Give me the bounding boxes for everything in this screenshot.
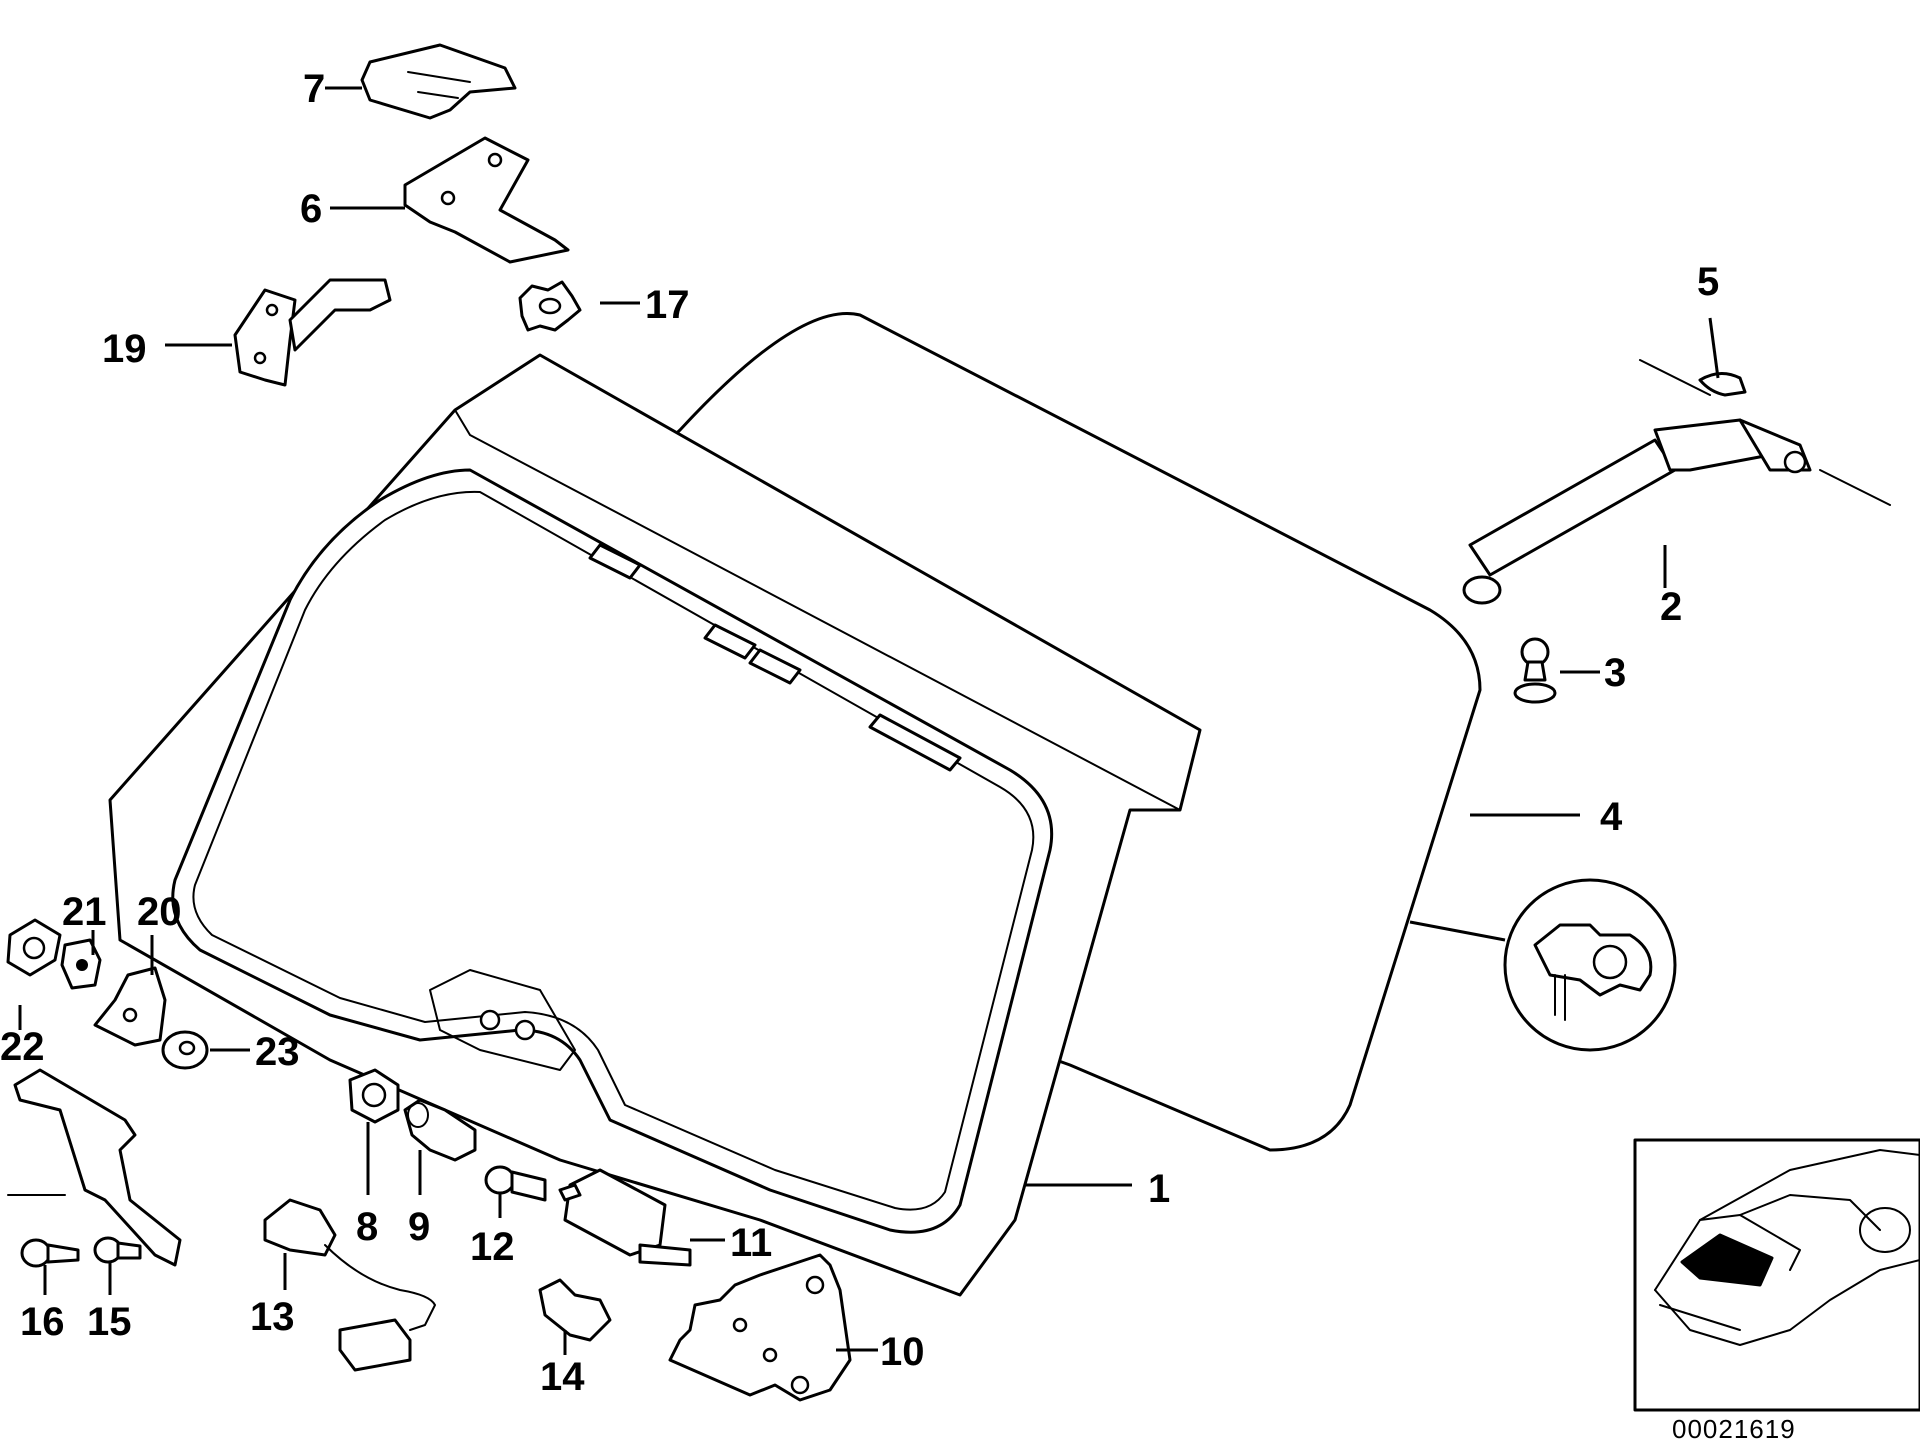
callout-7: 7 xyxy=(303,67,325,111)
buffer-part-9 xyxy=(403,1098,477,1162)
bolt-part-15 xyxy=(93,1236,142,1264)
callout-labels: 1 2 3 4 5 6 7 8 9 10 11 12 13 14 15 16 1… xyxy=(0,67,1796,1440)
screw-part-12 xyxy=(484,1165,547,1202)
leader-lines xyxy=(18,86,1720,1355)
bolt-part-16 xyxy=(20,1238,80,1268)
callout-22: 22 xyxy=(0,1025,45,1069)
callout-13: 13 xyxy=(250,1295,295,1339)
switch-part-13 xyxy=(263,1198,436,1372)
vehicle-location-inset xyxy=(1633,1138,1920,1412)
callout-17: 17 xyxy=(645,283,690,327)
nut-part-8 xyxy=(348,1068,400,1124)
clip-nut-part-22 xyxy=(6,918,62,977)
star-nut-part-17 xyxy=(518,280,582,332)
lock-bracket-left xyxy=(7,1068,182,1267)
callout-4: 4 xyxy=(1600,795,1623,839)
callout-19: 19 xyxy=(102,327,147,371)
callout-16: 16 xyxy=(20,1300,65,1344)
callout-11: 11 xyxy=(730,1221,772,1265)
trunk-lid-frame xyxy=(108,353,1202,1297)
bracket-part-6 xyxy=(403,136,570,264)
callout-10: 10 xyxy=(880,1330,925,1374)
cap-part-21 xyxy=(60,938,102,990)
callout-1: 1 xyxy=(1148,1167,1170,1211)
connector-part-14 xyxy=(538,1278,612,1342)
callout-2: 2 xyxy=(1660,585,1682,629)
lock-plate-part-10 xyxy=(668,1253,852,1402)
callout-3: 3 xyxy=(1604,651,1626,695)
grommet-part-23 xyxy=(161,1030,209,1070)
callout-8: 8 xyxy=(356,1205,378,1249)
callout-12: 12 xyxy=(470,1225,515,1269)
callout-21: 21 xyxy=(62,890,107,934)
diagram-reference-number: 00021619 xyxy=(1672,1414,1796,1440)
callout-23: 23 xyxy=(255,1030,300,1074)
callout-5: 5 xyxy=(1697,260,1719,304)
bracket-part-19 xyxy=(233,278,392,387)
clip-part-5 xyxy=(1698,372,1747,397)
callout-15: 15 xyxy=(87,1300,132,1344)
bracket-part-20 xyxy=(93,966,167,1047)
actuator-part-11 xyxy=(558,1168,692,1267)
gas-strut-part-2 xyxy=(1462,359,1891,605)
callout-6: 6 xyxy=(300,187,322,231)
callout-14: 14 xyxy=(540,1355,585,1399)
callout-9: 9 xyxy=(408,1205,430,1249)
ball-stud-part-3 xyxy=(1513,637,1557,704)
bracket-part-7 xyxy=(360,43,517,120)
callout-20: 20 xyxy=(137,890,182,934)
weatherstrip-detail xyxy=(1503,878,1677,1052)
